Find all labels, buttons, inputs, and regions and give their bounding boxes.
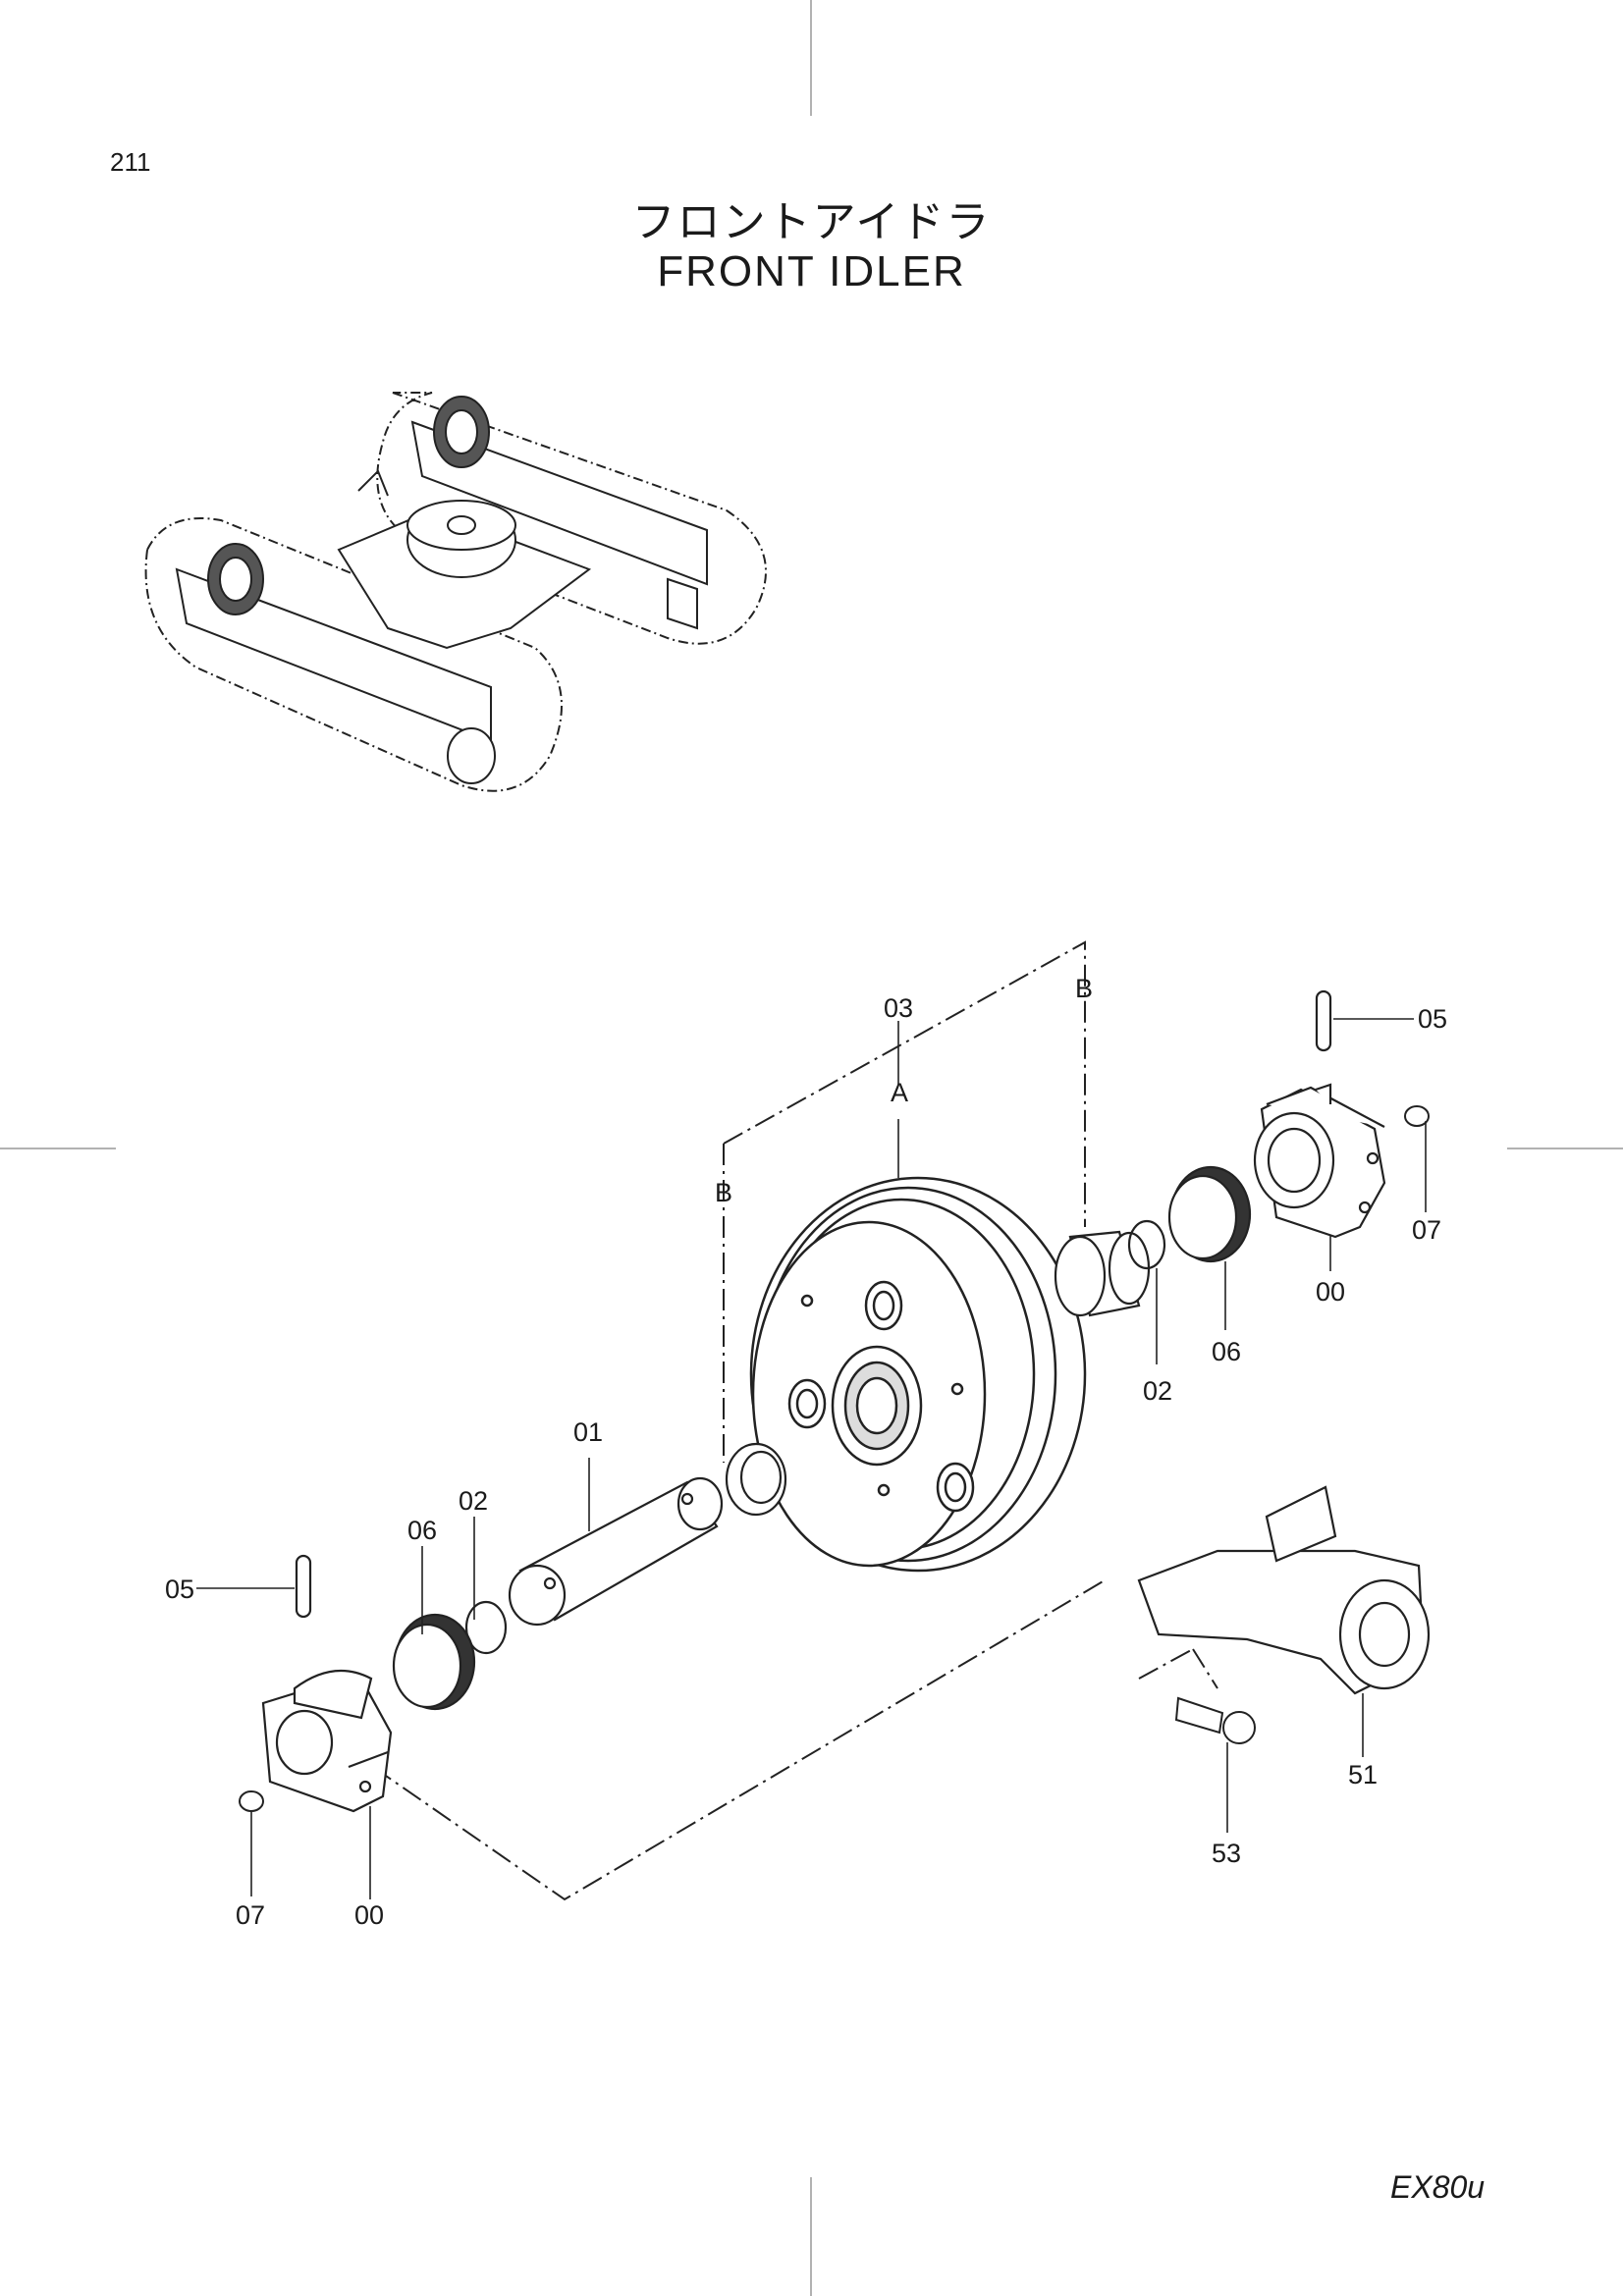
reference-b-right: B [1075, 974, 1093, 1003]
callout-00-left: 00 [354, 1900, 384, 1930]
bracket [1137, 1485, 1431, 1695]
page-number: 211 [110, 147, 151, 177]
callout-05-left: 05 [165, 1575, 194, 1604]
model-code: EX80u [1390, 2169, 1486, 2205]
callout-53: 53 [1212, 1839, 1241, 1868]
pins [295, 989, 1332, 1619]
callout-05-right: 05 [1418, 1004, 1447, 1034]
page-title-japanese: フロントアイドラ [631, 197, 992, 247]
bolt [1174, 1696, 1256, 1744]
callout-00-right: 00 [1316, 1277, 1345, 1307]
reference-a: A [891, 1078, 908, 1107]
callout-07-left: 07 [236, 1900, 265, 1930]
callout-51: 51 [1348, 1760, 1378, 1789]
callout-02-right: 02 [1143, 1376, 1172, 1406]
callout-03: 03 [884, 993, 913, 1023]
support-right [1253, 1083, 1386, 1239]
callout-leaders [196, 1018, 1427, 1899]
bushing-right [1054, 1230, 1151, 1317]
callout-06-left: 06 [407, 1516, 437, 1545]
o-rings [464, 1219, 1166, 1655]
idler-wheel [749, 1176, 1087, 1573]
callout-07-right: 07 [1412, 1215, 1441, 1245]
reference-b-left: B [715, 1178, 732, 1207]
bushing-left [725, 1442, 787, 1517]
page-title-english: FRONT IDLER [657, 247, 966, 295]
callout-02-left: 02 [459, 1486, 488, 1516]
undercarriage-overview-illustration [144, 392, 767, 792]
support-left [261, 1669, 393, 1813]
idler-shaft [508, 1476, 724, 1627]
floating-seals [392, 1165, 1252, 1711]
callout-06-right: 06 [1212, 1337, 1241, 1366]
callout-01: 01 [573, 1417, 603, 1447]
assembly-leader-lines [289, 940, 1218, 1901]
plugs [239, 1105, 1430, 1812]
